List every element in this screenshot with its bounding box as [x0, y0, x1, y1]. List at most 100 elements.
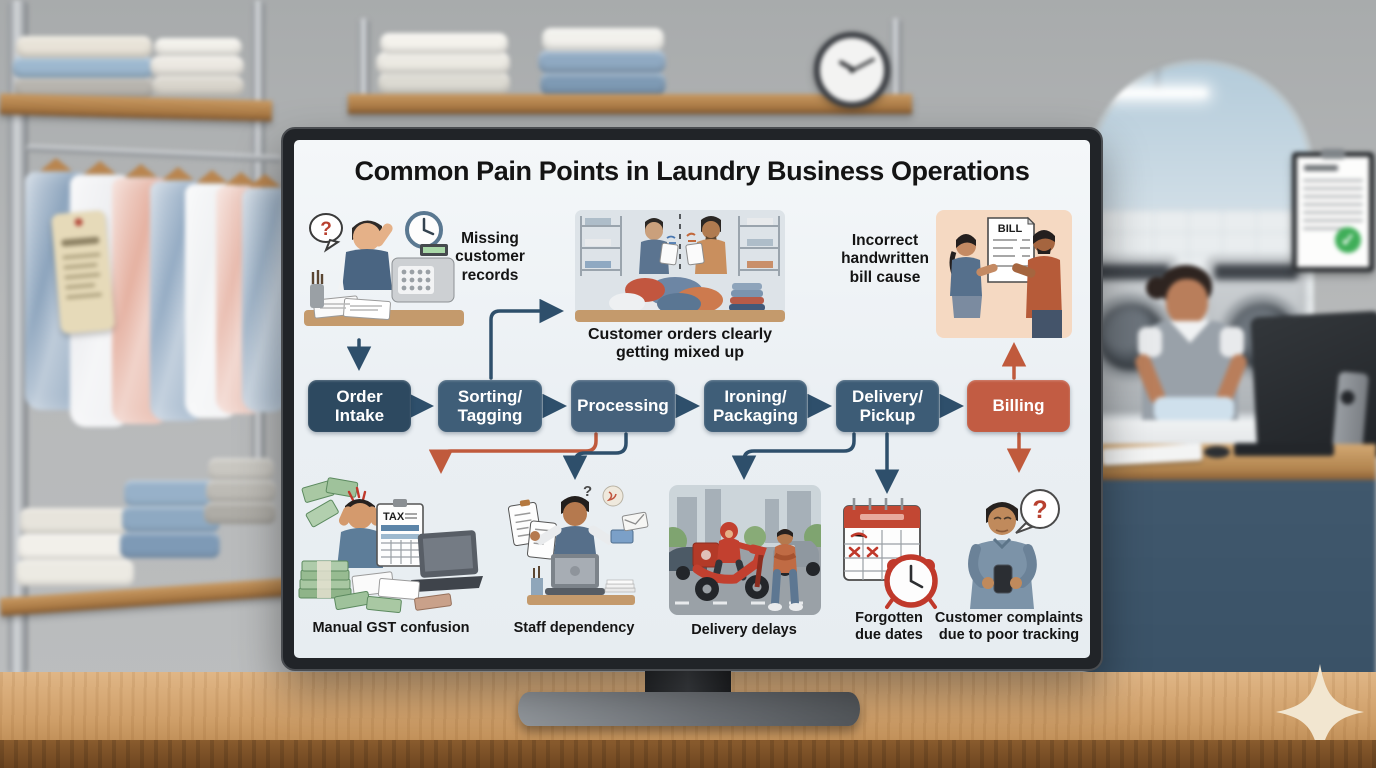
alarm-clock	[884, 554, 938, 609]
folded-linen	[538, 50, 666, 73]
annotation-incorrect-bill: Incorrect handwritten bill cause	[841, 232, 929, 286]
desktop-monitor-back	[1250, 310, 1376, 484]
worker-left	[639, 218, 679, 274]
laundry-price-tag	[50, 209, 116, 335]
papers	[312, 295, 391, 320]
tax-doc-title: TAX	[383, 511, 405, 523]
city-buildings	[677, 489, 811, 549]
stress-marks	[347, 486, 367, 502]
folded-linen	[378, 72, 510, 94]
annotation-missing-records: Missing customer records	[455, 230, 525, 284]
monitor-screen: Common Pain Points in Laundry Business O…	[294, 140, 1090, 658]
folded-clothes-stack	[208, 458, 274, 480]
crossed-arms	[773, 552, 797, 561]
ceiling-light-bar	[1108, 88, 1208, 98]
flow-box-order-intake: Order Intake	[308, 380, 411, 432]
speech-bubble	[309, 213, 343, 243]
cashier-confusion-illustration: ?	[304, 211, 464, 326]
desk-papers	[334, 571, 452, 614]
flow-box-delivery-pickup: Delivery/ Pickup	[836, 380, 939, 432]
complaints-illustration: ?	[968, 489, 1060, 609]
monitor: Common Pain Points in Laundry Business O…	[281, 127, 1103, 671]
computer-mouse	[1204, 446, 1230, 458]
pen-cup	[310, 284, 324, 308]
certificate-clip	[1321, 149, 1345, 159]
diagram-title: Common Pain Points in Laundry Business O…	[354, 156, 1030, 186]
folded-stack	[729, 283, 765, 311]
ceiling-light	[1156, 60, 1159, 90]
laptop	[545, 554, 605, 595]
folded-towel	[152, 76, 244, 96]
folded-towel	[16, 36, 152, 58]
desk	[527, 595, 635, 605]
tax-clipboard: TAX	[376, 499, 424, 567]
folded-clothes-stack	[124, 480, 218, 506]
monitor-stand-base	[518, 692, 860, 726]
scooter-body	[692, 544, 767, 584]
worker-right	[685, 216, 727, 274]
folded-linen	[380, 33, 508, 54]
tree	[744, 526, 766, 548]
hanging-garment	[242, 174, 288, 412]
folded-linen	[376, 52, 510, 74]
money-stack	[298, 560, 352, 599]
folded-towel	[14, 76, 154, 98]
flow-box-sorting-tagging: Sorting/ Tagging	[438, 380, 542, 432]
red-x-marks	[848, 532, 879, 558]
folded-linen	[540, 72, 666, 95]
sad-mouth	[995, 529, 1009, 533]
rack-pole	[8, 0, 28, 675]
blue-vest	[342, 249, 392, 290]
folded-towel	[150, 56, 244, 76]
question-mark-icon: ?	[320, 219, 332, 240]
check-icon: ✓	[1335, 227, 1361, 253]
flow-box-billing: Billing	[967, 380, 1070, 432]
paper-stack	[604, 579, 636, 593]
speech-bubble: ?	[1015, 489, 1060, 534]
question-mark-icon: ?	[583, 483, 592, 500]
envelope-cash	[621, 511, 649, 532]
shelf-lines	[580, 216, 780, 276]
bill-argument-illustration: BILL	[936, 210, 1072, 338]
flow-connectors	[346, 298, 1032, 494]
shelf-bracket	[890, 18, 902, 98]
pen-cup	[531, 578, 543, 595]
vest	[553, 526, 597, 562]
flow-box-ironing-packaging: Ironing/ Packaging	[704, 380, 807, 432]
mixed-orders-illustration	[575, 210, 785, 322]
coin-icon	[602, 485, 624, 507]
wood-shelf	[348, 94, 912, 114]
folded-linen	[542, 28, 664, 51]
calendar	[843, 498, 921, 581]
service-counter	[1086, 300, 1376, 680]
wall-certificate: ✓	[1292, 149, 1374, 272]
folded-towel	[154, 38, 242, 56]
orange-scribble	[686, 232, 696, 242]
folded-clothes-stack	[20, 508, 130, 534]
hand	[338, 506, 354, 526]
folded-towel	[12, 56, 154, 78]
folded-clothes-stack	[122, 506, 220, 532]
folded-clothes-stack	[206, 480, 276, 502]
shelf-bracket	[358, 18, 370, 98]
delivery-scooter	[692, 522, 769, 601]
wood-shelf	[0, 93, 273, 122]
caption-delivery-delays: Delivery delays	[691, 622, 797, 638]
hand-on-head	[373, 223, 393, 247]
arms	[968, 544, 1037, 588]
caption-mixed-orders: Customer orders clearly getting mixed up	[587, 326, 773, 362]
folded-clothes-stack	[16, 560, 134, 586]
flow-box-processing: Processing	[571, 380, 675, 432]
counter-front-panel	[1086, 480, 1376, 680]
phone-in-hand	[610, 529, 634, 544]
laptop	[411, 530, 483, 592]
caption-forgotten-due-dates: Forgotten due dates	[855, 610, 923, 643]
question-mark-icon: ?	[1032, 496, 1047, 524]
caption-customer-complaints: Customer complaints due to poor tracking	[934, 610, 1084, 643]
staff-dependency-illustration: ?	[507, 483, 649, 605]
caption-staff-dependency: Staff dependency	[513, 620, 635, 636]
front-desk-edge	[0, 740, 1376, 768]
blue-shirt	[337, 528, 383, 568]
face	[1166, 279, 1208, 325]
